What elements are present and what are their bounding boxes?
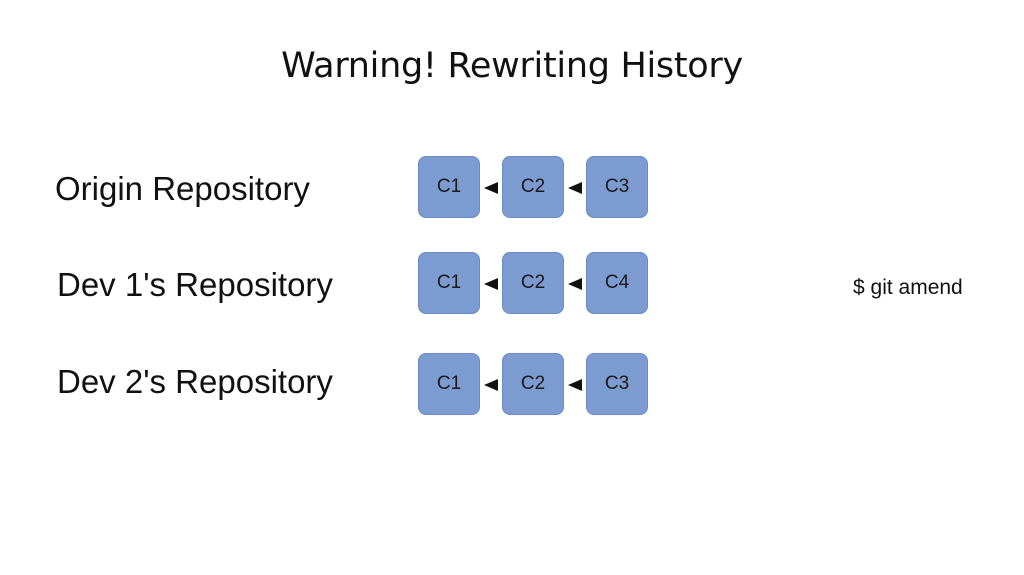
commit-node: C4 bbox=[586, 252, 648, 314]
arrow-left-icon bbox=[568, 379, 582, 391]
arrow-left-icon bbox=[484, 379, 498, 391]
arrow-left-icon bbox=[484, 278, 498, 290]
commit-node: C3 bbox=[586, 156, 648, 218]
commit-node: C1 bbox=[418, 353, 480, 415]
commit-node: C3 bbox=[586, 353, 648, 415]
repo-label-dev2: Dev 2's Repository bbox=[57, 363, 333, 400]
arrow-left-icon bbox=[484, 182, 498, 194]
commit-node: C1 bbox=[418, 252, 480, 314]
commit-node: C2 bbox=[502, 252, 564, 314]
slide-title: Warning! Rewriting History bbox=[281, 46, 743, 86]
git-command-text: $ git amend bbox=[853, 276, 963, 299]
arrow-left-icon bbox=[568, 278, 582, 290]
commit-node: C2 bbox=[502, 353, 564, 415]
arrow-left-icon bbox=[568, 182, 582, 194]
repo-label-dev1: Dev 1's Repository bbox=[57, 266, 333, 303]
repo-label-origin: Origin Repository bbox=[55, 170, 310, 207]
commit-node: C1 bbox=[418, 156, 480, 218]
commit-node: C2 bbox=[502, 156, 564, 218]
